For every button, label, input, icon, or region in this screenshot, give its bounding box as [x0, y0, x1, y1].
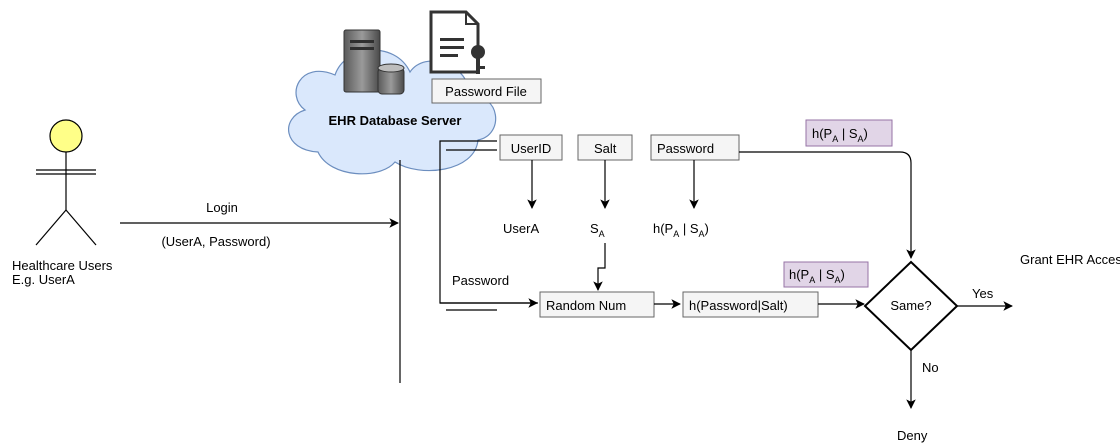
random-num-box — [539, 291, 655, 318]
computed-hash-label-box — [783, 261, 869, 288]
salt-to-random-arrow — [593, 243, 606, 291]
grant-access-label: Grant EHR Access — [1020, 252, 1120, 267]
flow-password-label: Password — [452, 273, 509, 288]
salt-column-label: Salt — [594, 141, 617, 156]
password-file-box — [431, 78, 542, 104]
server-label: EHR Database Server — [329, 113, 462, 128]
stored-hash-label-box — [805, 119, 893, 147]
login-params: (UserA, Password) — [161, 234, 270, 249]
key-file-icon — [429, 10, 485, 74]
actor-label-line2: E.g. UserA — [12, 272, 75, 287]
deny-label: Deny — [897, 428, 928, 443]
decision-label: Same? — [890, 298, 931, 313]
yes-label: Yes — [972, 286, 994, 301]
server-icon — [343, 29, 405, 95]
stick-figure-icon — [35, 119, 97, 246]
password-column-label: Password — [657, 141, 714, 156]
userid-column-label: UserID — [511, 141, 551, 156]
login-label: Login — [206, 200, 238, 215]
no-label: No — [922, 360, 939, 375]
password-file-label: Password File — [445, 84, 527, 99]
password-hash-value: h(PA | SA) — [653, 221, 709, 239]
stored-hash-label: h(PA | SA) — [812, 126, 868, 144]
hash-function-label: h(Password|Salt) — [689, 298, 788, 313]
password-column-box — [650, 134, 740, 161]
userid-column-box — [499, 134, 563, 161]
hash-function-box — [682, 291, 819, 318]
stored-hash-to-decision-arrow — [739, 151, 916, 259]
computed-hash-label: h(PA | SA) — [789, 267, 845, 285]
actor-label-line1: Healthcare Users — [12, 258, 113, 273]
userid-value: UserA — [503, 221, 539, 236]
salt-value: SA — [590, 221, 605, 239]
random-num-label: Random Num — [546, 298, 626, 313]
salt-column-box — [577, 134, 633, 161]
